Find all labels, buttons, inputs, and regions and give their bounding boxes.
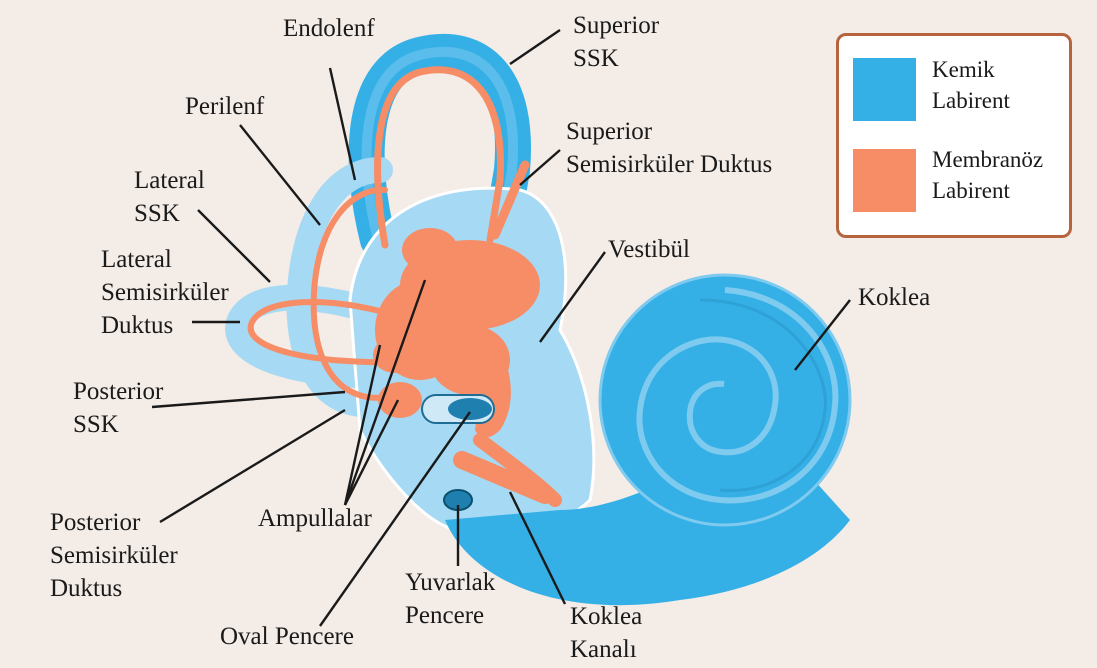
legend-line: Labirent xyxy=(932,85,1010,116)
legend-line: Membranöz xyxy=(932,144,1043,175)
label-line: Semisirküler Duktus xyxy=(566,148,772,181)
label-line: Posterior xyxy=(73,375,163,408)
label-line: Duktus xyxy=(101,309,229,342)
legend-swatch-bony xyxy=(853,58,916,121)
label-perilenf: Perilenf xyxy=(185,90,264,123)
label-koklea: Koklea xyxy=(858,281,930,314)
label-posterior-duktus: Posterior Semisirküler Duktus xyxy=(50,506,178,605)
legend-label-bony: Kemik Labirent xyxy=(932,54,1010,116)
label-line: Semisirküler xyxy=(50,539,178,572)
label-line: Semisirküler xyxy=(101,276,229,309)
label-koklea-kanali: Koklea Kanalı xyxy=(570,600,642,666)
label-line: Duktus xyxy=(50,572,178,605)
label-superior-ssk: Superior SSK xyxy=(573,9,659,75)
oval-window xyxy=(448,398,492,420)
label-line: SSK xyxy=(134,197,205,230)
label-posterior-ssk: Posterior SSK xyxy=(73,375,163,441)
label-line: Lateral xyxy=(134,164,205,197)
legend-label-membranous: Membranöz Labirent xyxy=(932,144,1043,206)
ampulla-2 xyxy=(378,382,422,418)
label-lateral-ssk: Lateral SSK xyxy=(134,164,205,230)
label-yuvarlak-pencere: Yuvarlak Pencere xyxy=(405,566,495,632)
label-endolenf: Endolenf xyxy=(283,12,375,45)
label-line: Posterior xyxy=(50,506,178,539)
label-line: Kanalı xyxy=(570,633,642,666)
label-oval-pencere: Oval Pencere xyxy=(220,620,354,653)
label-line: Pencere xyxy=(405,599,495,632)
ampulla-3 xyxy=(402,228,458,272)
label-vestibul: Vestibül xyxy=(608,233,690,266)
label-line: Koklea xyxy=(570,600,642,633)
label-lateral-duktus: Lateral Semisirküler Duktus xyxy=(101,243,229,342)
label-superior-duktus: Superior Semisirküler Duktus xyxy=(566,115,772,181)
label-line: SSK xyxy=(73,408,163,441)
legend: Kemik Labirent Membranöz Labirent xyxy=(836,33,1072,238)
label-line: Superior xyxy=(573,9,659,42)
label-line: Lateral xyxy=(101,243,229,276)
legend-line: Kemik xyxy=(932,54,1010,85)
label-line: Superior xyxy=(566,115,772,148)
legend-line: Labirent xyxy=(932,175,1043,206)
label-ampullalar: Ampullalar xyxy=(258,502,372,535)
label-line: SSK xyxy=(573,42,659,75)
legend-swatch-membranous xyxy=(853,149,916,212)
label-line: Yuvarlak xyxy=(405,566,495,599)
